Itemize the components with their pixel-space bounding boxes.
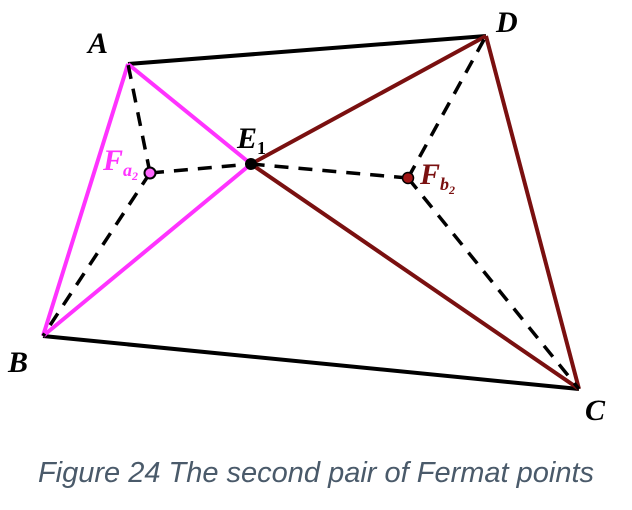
label-d: D (495, 6, 518, 39)
magenta-a-e (126, 62, 253, 166)
label-fb2-sub: b (440, 174, 449, 194)
label-a: A (86, 27, 108, 60)
magenta-ab (41, 63, 130, 337)
side-ad (127, 34, 487, 66)
label-fb2-main: F (419, 158, 440, 191)
dashed-lines-fa (41, 63, 252, 337)
point-fb2 (401, 171, 415, 185)
label-fb2-subsub: 2 (448, 183, 455, 197)
label-e1: E1 (236, 122, 266, 158)
label-c: C (585, 394, 606, 427)
brown-dc (484, 35, 581, 390)
brown-c-e (249, 162, 581, 391)
label-fa2: Fa2 (102, 144, 138, 183)
label-b: B (7, 346, 28, 379)
dashed-lines-fb (250, 35, 581, 391)
magenta-b-e (41, 162, 253, 338)
label-fa2-subsub: 2 (131, 169, 138, 183)
label-e1-main: E (236, 122, 257, 155)
figure-caption: Figure 24 The second pair of Fermat poin… (37, 457, 595, 489)
point-fa2 (143, 166, 157, 180)
brown-d-e (250, 34, 487, 166)
side-bc (42, 334, 580, 391)
label-e1-sub: 1 (257, 138, 266, 158)
label-fa2-main: F (102, 144, 123, 177)
label-fb2: Fb2 (419, 158, 455, 197)
label-fa2-sub: a (123, 160, 132, 180)
point-e1 (245, 158, 257, 170)
